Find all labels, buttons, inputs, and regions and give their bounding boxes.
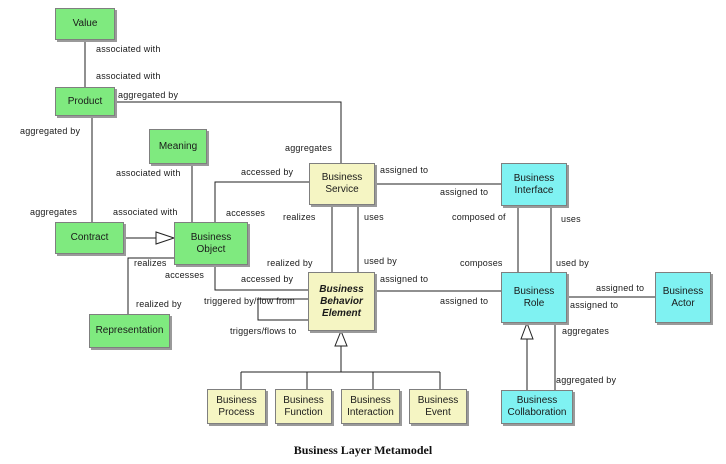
- relation-label: realized by: [136, 299, 182, 309]
- relation-label: triggered by/flow from: [204, 296, 295, 306]
- relation-label: accessed by: [241, 167, 294, 177]
- relation-label: realized by: [267, 258, 313, 268]
- relation-label: assigned to: [570, 300, 619, 310]
- relation-label: triggers/flows to: [230, 326, 297, 336]
- relation-label: assigned to: [380, 165, 429, 175]
- business-service-node: Business Service: [309, 163, 375, 205]
- relation-label: uses: [561, 214, 581, 224]
- relation-label: aggregates: [562, 326, 610, 336]
- relation-label: associated with: [113, 207, 178, 217]
- business-collaboration-node: Business Collaboration: [501, 390, 573, 424]
- representation-node: Representation: [89, 314, 170, 348]
- diagram-title: Business Layer Metamodel: [293, 443, 433, 457]
- relation-label: associated with: [96, 71, 161, 81]
- relation-label: uses: [364, 212, 384, 222]
- relation-label: associated with: [116, 168, 181, 178]
- business-role-node: Business Role: [501, 272, 567, 323]
- relation-label: assigned to: [380, 274, 429, 284]
- relation-label: aggregated by: [556, 375, 617, 385]
- relation-label: assigned to: [440, 187, 489, 197]
- relation-label: used by: [364, 256, 397, 266]
- relation-label: aggregated by: [118, 90, 179, 100]
- relation-label: assigned to: [596, 283, 645, 293]
- relation-label: accesses: [226, 208, 266, 218]
- relation-label: associated with: [96, 44, 161, 54]
- relation-label: realizes: [134, 258, 167, 268]
- relation-label: composed of: [452, 212, 506, 222]
- meaning-node: Meaning: [149, 129, 207, 164]
- relation-label: accessed by: [241, 274, 294, 284]
- relation-label: assigned to: [440, 296, 489, 306]
- business-object-node: Business Object: [174, 222, 248, 265]
- product-node: Product: [55, 87, 115, 116]
- business-interface-node: Business Interface: [501, 163, 567, 206]
- business-event-node: Business Event: [409, 389, 467, 424]
- business-interaction-node: Business Interaction: [341, 389, 400, 424]
- relation-label: realizes: [283, 212, 316, 222]
- business-process-node: Business Process: [207, 389, 266, 424]
- business-behavior-element-node: Business Behavior Element: [308, 272, 375, 331]
- value-node: Value: [55, 8, 115, 40]
- relation-label: aggregates: [285, 143, 333, 153]
- business-function-node: Business Function: [275, 389, 332, 424]
- contract-node: Contract: [55, 222, 124, 254]
- relation-label: composes: [460, 258, 503, 268]
- relation-label: aggregated by: [20, 126, 81, 136]
- relation-label: used by: [556, 258, 589, 268]
- business-actor-node: Business Actor: [655, 272, 711, 323]
- relation-label: aggregates: [30, 207, 78, 217]
- relation-label: accesses: [165, 270, 205, 280]
